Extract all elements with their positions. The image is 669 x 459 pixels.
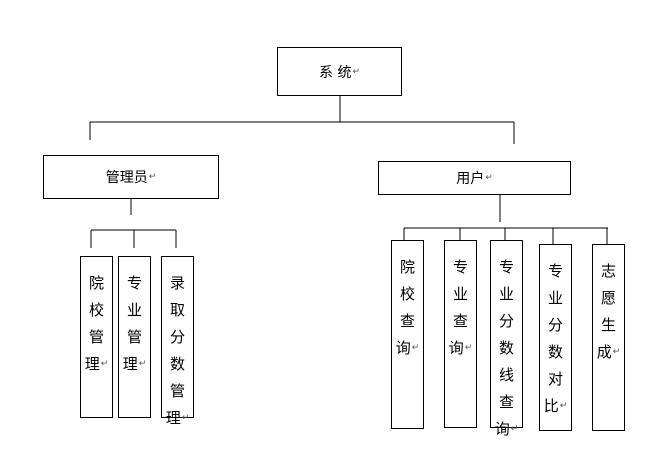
node-label: 院校管理↵ bbox=[81, 257, 112, 378]
paragraph-mark: ↵ bbox=[464, 343, 473, 353]
label-char: 询↵ bbox=[395, 339, 420, 357]
node-application-generation: 志愿生成↵ bbox=[592, 244, 625, 431]
node-major-management: 专业管理↵ bbox=[118, 256, 151, 418]
label-char: 院 bbox=[88, 274, 104, 292]
label-char: 愿 bbox=[600, 289, 616, 307]
node-label: 院校查询↵ bbox=[392, 241, 423, 362]
label-char: 校 bbox=[88, 301, 104, 319]
node-label: 志愿生成↵ bbox=[593, 245, 624, 366]
paragraph-mark: ↵ bbox=[411, 343, 420, 353]
label-char: 业 bbox=[452, 285, 468, 303]
node-admin-label: 管理员 bbox=[105, 170, 148, 186]
paragraph-mark: ↵ bbox=[352, 66, 360, 77]
node-user: 用户↵ bbox=[378, 161, 571, 195]
node-admin: 管理员↵ bbox=[43, 155, 219, 199]
node-label: 专业查询↵ bbox=[445, 241, 476, 362]
label-char: 专 bbox=[452, 258, 468, 276]
label-char: 数 bbox=[498, 339, 514, 357]
label-char: 分 bbox=[169, 328, 185, 346]
node-label: 专业管理↵ bbox=[119, 257, 150, 378]
node-school-query: 院校查询↵ bbox=[391, 240, 424, 429]
label-char: 查 bbox=[399, 312, 415, 330]
root-node-system: 系 统↵ bbox=[277, 47, 402, 96]
paragraph-mark: ↵ bbox=[485, 173, 493, 183]
node-major-score-line-query: 专业分数线查询↵ bbox=[490, 240, 523, 438]
node-label: 专业分数线查询↵ bbox=[491, 241, 522, 443]
node-label: 专业分数对比↵ bbox=[540, 245, 571, 420]
node-major-score-comparison: 专业分数对比↵ bbox=[539, 244, 572, 431]
label-char: 比↵ bbox=[543, 397, 568, 415]
node-major-query: 专业查询↵ bbox=[444, 240, 477, 428]
label-char: 分 bbox=[547, 316, 563, 334]
node-admission-score-management: 录取分数管理↵ bbox=[161, 256, 194, 427]
paragraph-mark: ↵ bbox=[181, 413, 190, 423]
paragraph-mark: ↵ bbox=[510, 424, 519, 434]
label-char: 成↵ bbox=[596, 343, 621, 361]
label-char: 业 bbox=[547, 289, 563, 307]
root-label: 系 统 bbox=[319, 64, 352, 81]
paragraph-mark: ↵ bbox=[138, 359, 147, 369]
label-char: 校 bbox=[399, 285, 415, 303]
label-char: 对 bbox=[547, 370, 563, 388]
label-char: 数 bbox=[169, 355, 185, 373]
label-char: 线 bbox=[498, 366, 514, 384]
label-char: 管 bbox=[126, 328, 142, 346]
label-char: 管 bbox=[88, 328, 104, 346]
label-char: 专 bbox=[498, 258, 514, 276]
node-school-management: 院校管理↵ bbox=[80, 256, 113, 418]
label-char: 业 bbox=[126, 301, 142, 319]
label-char: 业 bbox=[498, 285, 514, 303]
label-char: 录 bbox=[169, 274, 185, 292]
label-char: 询↵ bbox=[448, 339, 473, 357]
label-char: 专 bbox=[547, 262, 563, 280]
label-char: 查 bbox=[452, 312, 468, 330]
paragraph-mark: ↵ bbox=[559, 401, 568, 411]
label-char: 询↵ bbox=[494, 420, 519, 438]
node-label: 录取分数管理↵ bbox=[162, 257, 193, 432]
label-char: 专 bbox=[126, 274, 142, 292]
label-char: 理↵ bbox=[122, 355, 147, 373]
label-char: 生 bbox=[600, 316, 616, 334]
label-char: 分 bbox=[498, 312, 514, 330]
node-user-label: 用户 bbox=[456, 171, 485, 187]
label-char: 查 bbox=[498, 393, 514, 411]
paragraph-mark: ↵ bbox=[100, 359, 109, 369]
label-char: 理↵ bbox=[84, 355, 109, 373]
label-char: 志 bbox=[600, 262, 616, 280]
label-char: 取 bbox=[169, 301, 185, 319]
paragraph-mark: ↵ bbox=[148, 172, 157, 182]
paragraph-mark: ↵ bbox=[612, 347, 621, 357]
label-char: 管 bbox=[169, 382, 185, 400]
label-char: 理↵ bbox=[165, 409, 190, 427]
label-char: 院 bbox=[399, 258, 415, 276]
label-char: 数 bbox=[547, 343, 563, 361]
